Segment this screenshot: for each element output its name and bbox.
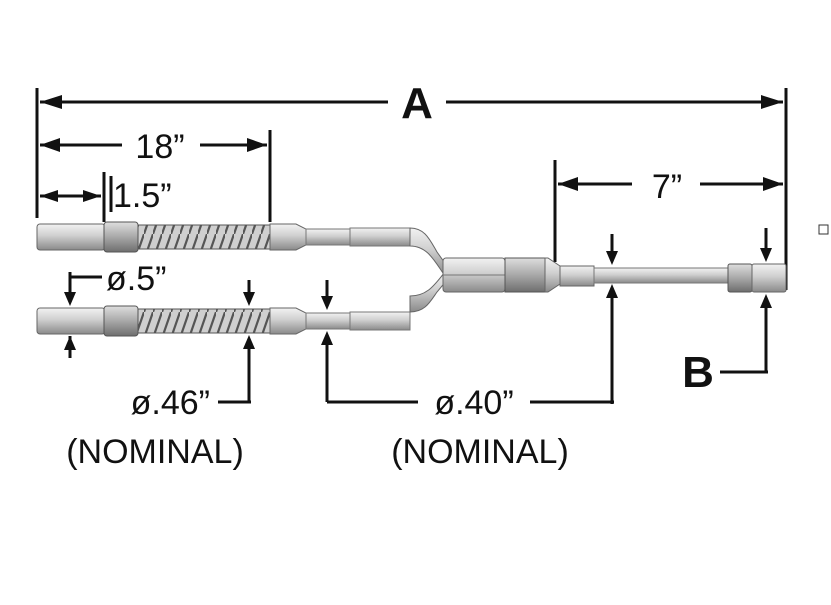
diameter-046-callout: ø.46” (NOMINAL) — [66, 280, 255, 471]
dimension-b-label: B — [682, 348, 714, 397]
dimension-b-callout: B — [682, 228, 772, 397]
nominal-right-label: (NOMINAL) — [391, 433, 569, 471]
upper-cable — [36, 221, 448, 278]
dimension-18-label: 18” — [135, 128, 184, 166]
diameter-040-callout: ø.40” (NOMINAL) — [321, 234, 618, 471]
nominal-left-label: (NOMINAL) — [66, 433, 244, 471]
diameter-040-label: ø.40” — [434, 384, 513, 422]
diameter-05-label: ø.5” — [106, 260, 166, 298]
dimension-7-label: 7” — [652, 168, 682, 206]
diameter-05-callout: ø.5” — [64, 260, 166, 358]
junction-and-main-cable — [442, 257, 787, 293]
lower-cable — [36, 270, 448, 337]
dimension-18: 18” — [40, 128, 272, 222]
dimension-7: 7” — [553, 160, 783, 262]
diameter-046-label: ø.46” — [131, 384, 210, 422]
dimension-a: A — [35, 79, 788, 290]
dimension-a-label: A — [401, 79, 433, 128]
square-marker-icon — [818, 224, 829, 235]
dimension-1-5: 1.5” — [40, 172, 172, 222]
dimension-1-5-label: 1.5” — [113, 177, 172, 215]
